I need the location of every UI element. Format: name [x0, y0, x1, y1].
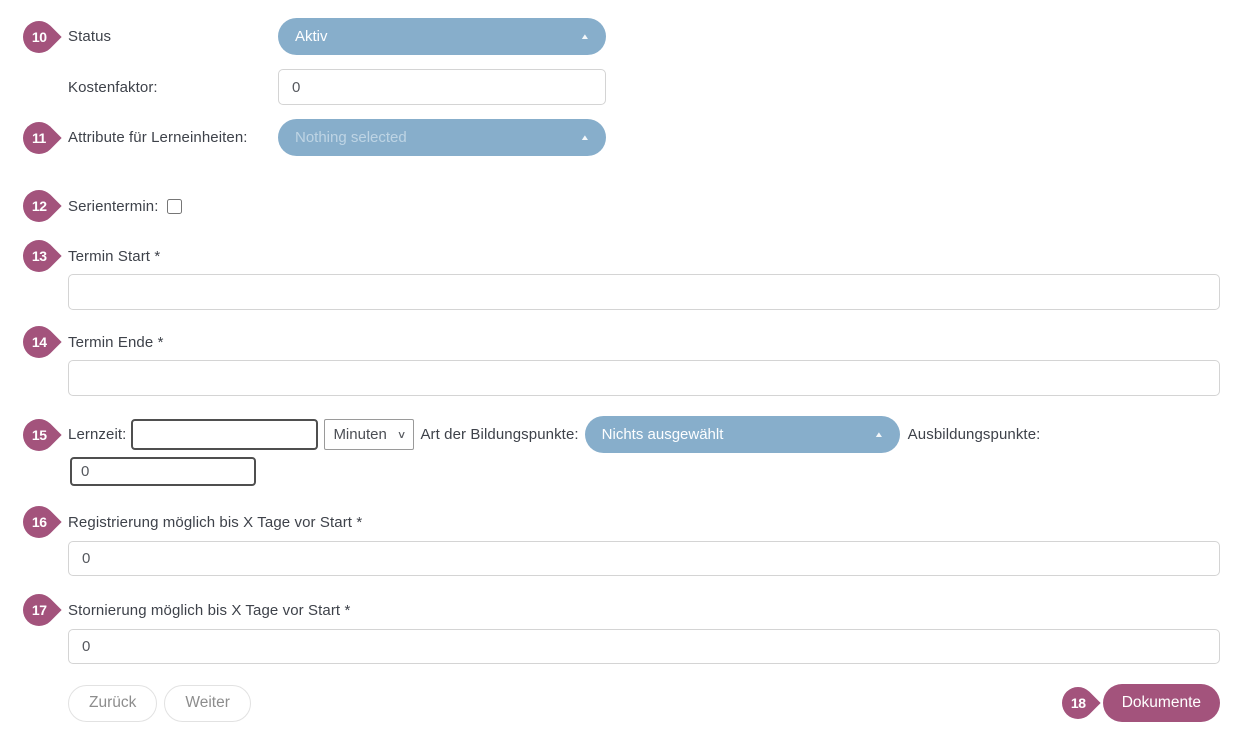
serientermin-checkbox[interactable]: [166, 198, 182, 214]
termin-ende-input[interactable]: [68, 360, 1220, 396]
status-dropdown-value: Aktiv: [295, 28, 328, 45]
annotation-badge-17: 17: [16, 587, 62, 633]
kostenfaktor-label: Kostenfaktor:: [68, 78, 158, 96]
ausbildungspunkte-label: Ausbildungspunkte:: [907, 426, 1041, 443]
termin-ende-input-row: [68, 360, 1220, 396]
termin-start-label: Termin Start *: [68, 247, 161, 265]
serientermin-row: 12 Serientermin:: [16, 183, 1220, 229]
attribute-row: 11 Attribute für Lerneinheiten: Nothing …: [16, 114, 1220, 161]
attribute-label: Attribute für Lerneinheiten:: [68, 129, 248, 146]
annotation-badge-11: 11: [16, 114, 62, 161]
attribute-dropdown-value: Nothing selected: [295, 129, 407, 146]
caret-up-icon: ▲: [579, 133, 591, 142]
lernzeit-row: 15 Lernzeit: Minuten ∨ Art der Bildungsp…: [16, 411, 1220, 458]
lernzeit-label: Lernzeit:: [68, 426, 127, 443]
annotation-badge-14: 14: [16, 319, 62, 365]
dokumente-button[interactable]: Dokumente: [1102, 684, 1220, 722]
status-dropdown[interactable]: Aktiv ▲: [278, 18, 606, 55]
kostenfaktor-row: Kostenfaktor:: [68, 69, 1220, 105]
termin-start-label-row: 13 Termin Start *: [16, 233, 1220, 279]
status-row: 10 Status Aktiv ▲: [16, 13, 1220, 60]
stornierung-input[interactable]: [68, 629, 1220, 664]
dokumente-group: 18 Dokumente: [1055, 680, 1220, 726]
bildungspunkte-dropdown-value: Nichts ausgewählt: [601, 426, 724, 443]
stornierung-input-row: [68, 629, 1220, 664]
ausbildungspunkte-input[interactable]: [70, 457, 256, 486]
attribute-dropdown[interactable]: Nothing selected ▲: [278, 119, 606, 156]
status-label: Status: [68, 28, 112, 45]
termin-start-input[interactable]: [68, 274, 1220, 310]
annotation-badge-12: 12: [16, 183, 62, 229]
stornierung-label: Stornierung möglich bis X Tage vor Start…: [68, 601, 351, 619]
ausbildungspunkte-input-row: [68, 457, 1220, 486]
termin-start-input-row: [68, 274, 1220, 310]
annotation-badge-13: 13: [16, 233, 62, 279]
bildungspunkte-label: Art der Bildungspunkte:: [420, 426, 579, 443]
annotation-badge-10: 10: [16, 13, 62, 60]
caret-up-icon: ▲: [579, 32, 591, 41]
termin-ende-label-row: 14 Termin Ende *: [16, 319, 1220, 365]
stornierung-label-row: 17 Stornierung möglich bis X Tage vor St…: [16, 587, 1220, 633]
bildungspunkte-dropdown[interactable]: Nichts ausgewählt ▲: [584, 416, 900, 453]
annotation-badge-16: 16: [16, 499, 62, 545]
kostenfaktor-input[interactable]: [278, 69, 606, 105]
registrierung-label: Registrierung möglich bis X Tage vor Sta…: [68, 513, 363, 531]
annotation-badge-15: 15: [16, 411, 62, 458]
serientermin-label: Serientermin:: [68, 197, 159, 215]
registrierung-label-row: 16 Registrierung möglich bis X Tage vor …: [16, 499, 1220, 545]
footer-row: Zurück Weiter 18 Dokumente: [68, 680, 1220, 726]
termin-ende-label: Termin Ende *: [68, 333, 164, 351]
annotation-badge-18: 18: [1055, 680, 1101, 726]
back-button[interactable]: Zurück: [68, 684, 158, 722]
next-button[interactable]: Weiter: [164, 684, 251, 722]
registrierung-input[interactable]: [68, 541, 1220, 576]
lernzeit-unit-select[interactable]: Minuten: [324, 419, 415, 450]
lernzeit-input[interactable]: [131, 419, 319, 450]
caret-up-icon: ▲: [873, 430, 884, 439]
registrierung-input-row: [68, 541, 1220, 576]
